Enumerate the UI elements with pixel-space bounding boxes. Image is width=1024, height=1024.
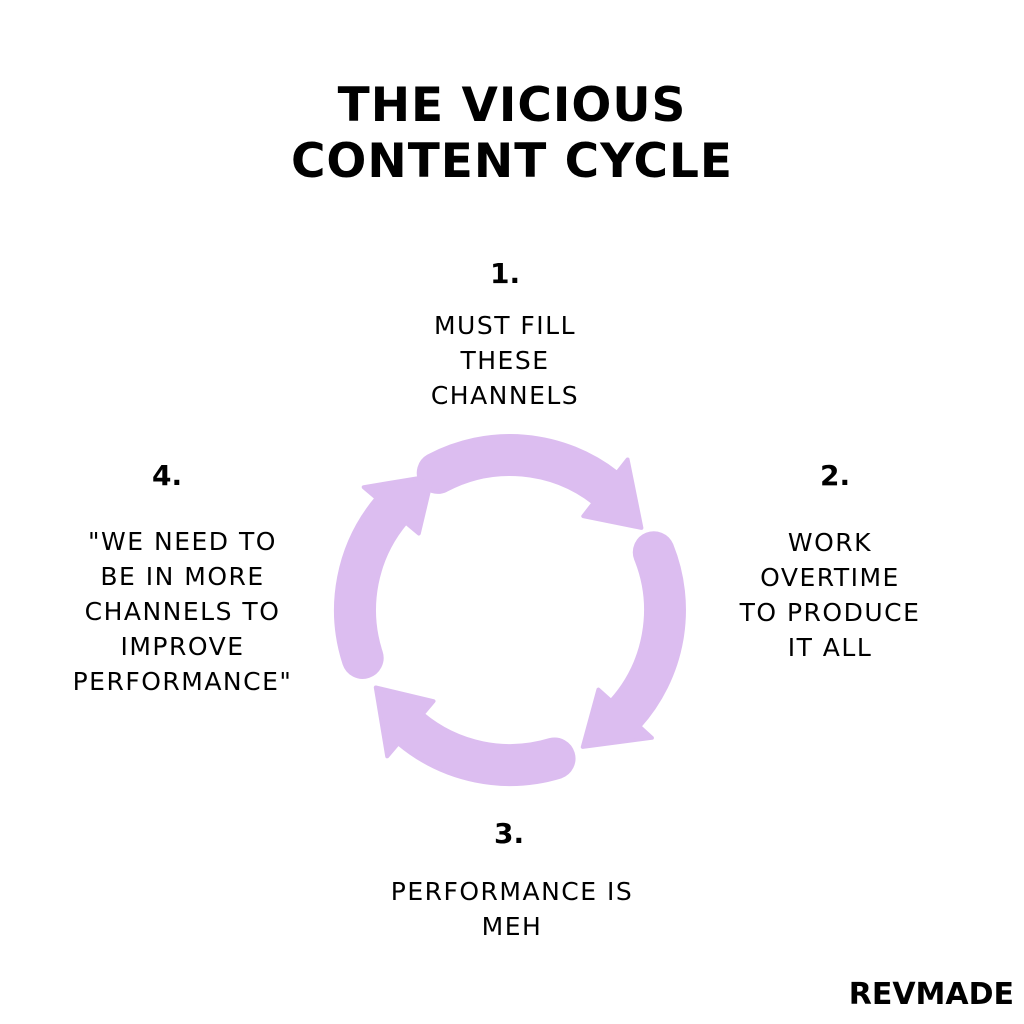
step-3-text: PERFORMANCE IS MEH	[352, 874, 672, 944]
cycle-arrow-bottom	[373, 685, 576, 786]
step-2-line-1: WORK	[787, 528, 873, 557]
step-1-number: 1.	[490, 257, 521, 290]
step-4-line-2: BE IN MORE	[100, 562, 265, 591]
cycle-arrow-right	[580, 531, 686, 749]
step-3-line-1: PERFORMANCE IS	[390, 877, 634, 906]
step-4-line-1: "WE NEED TO	[88, 527, 277, 556]
step-2-line-3: TO PRODUCE	[739, 598, 921, 627]
step-1-line-1: MUST FILL	[433, 311, 577, 340]
title-line-1: THE VICIOUS	[337, 78, 687, 133]
step-2-line-4: IT ALL	[787, 633, 873, 662]
step-1-line-3: CHANNELS	[430, 381, 580, 410]
step-1-text: MUST FILL THESE CHANNELS	[380, 308, 630, 413]
step-3-number: 3.	[494, 817, 525, 850]
step-4-number: 4.	[152, 459, 183, 492]
step-1-line-2: THESE	[460, 346, 550, 375]
step-2-number: 2.	[820, 459, 851, 492]
step-4-line-5: PERFORMANCE"	[72, 667, 293, 696]
cycle-arrow-top	[416, 434, 644, 530]
diagram-title: THE VICIOUS CONTENT CYCLE	[0, 78, 1024, 190]
cycle-arrow-left	[334, 473, 435, 679]
title-line-2: CONTENT CYCLE	[290, 134, 734, 189]
step-4-line-3: CHANNELS TO	[84, 597, 281, 626]
step-4-line-4: IMPROVE	[120, 632, 245, 661]
step-3-line-2: MEH	[481, 912, 543, 941]
cycle-arrows	[334, 434, 686, 786]
step-4-text: "WE NEED TO BE IN MORE CHANNELS TO IMPRO…	[40, 524, 325, 699]
step-2-line-2: OVERTIME	[760, 563, 900, 592]
revmade-logo: REVMADE	[848, 977, 1014, 1012]
step-2-text: WORK OVERTIME TO PRODUCE IT ALL	[715, 525, 945, 665]
